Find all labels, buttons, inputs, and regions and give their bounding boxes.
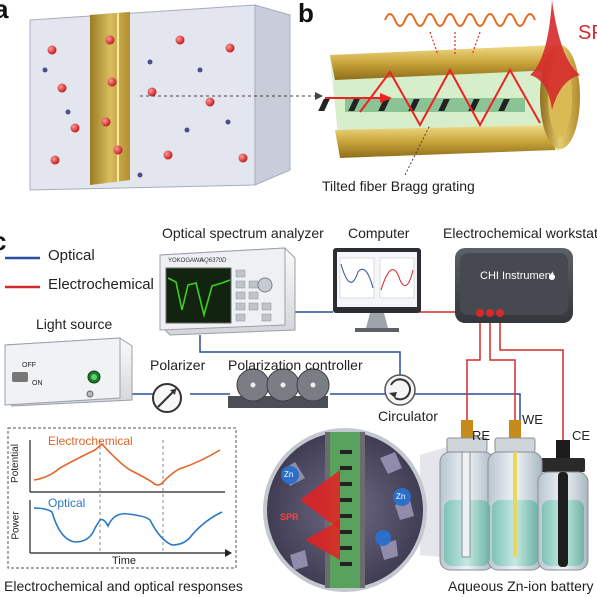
y-axis-power: Power [10, 511, 22, 540]
light-source-device [4, 337, 133, 407]
polarization-controller-device [228, 368, 330, 408]
panel-a-electrode-cube [29, 4, 323, 191]
osa-brand: YOKOGAWA [168, 258, 204, 264]
osa-model: AQ6370D [200, 258, 227, 264]
ion-particles [47, 35, 248, 165]
light-source-off: OFF [22, 362, 36, 369]
workstation-device [455, 248, 573, 323]
re-label: RE [472, 428, 491, 443]
tfbg-label: Tilted fiber Bragg grating [322, 178, 475, 194]
circulator-label: Circulator [378, 408, 438, 424]
polarization-controller-label: Polarization controller [228, 357, 363, 373]
computer-label: Computer [348, 225, 410, 241]
we-label: WE [522, 412, 543, 427]
polarizer-device [152, 383, 182, 413]
light-source-label: Light source [36, 316, 113, 332]
x-axis-time: Time [112, 555, 137, 567]
responses-caption: Electrochemical and optical responses [4, 578, 243, 594]
computer-device [333, 248, 421, 332]
polarizer-label: Polarizer [150, 357, 206, 373]
ce-label: CE [572, 428, 591, 443]
electrochemical-curve [33, 442, 221, 486]
osa-label: Optical spectrum analyzer [162, 225, 324, 241]
zoom-spr-label: SPR [280, 512, 299, 522]
panel-c-letter: c [0, 226, 6, 257]
legend-electrochemical-label: Electrochemical [48, 276, 154, 293]
response-bottom-title: Optical [48, 496, 86, 510]
battery-cells [439, 420, 589, 571]
legend-optical-label: Optical [48, 247, 95, 264]
y-axis-potential: Potential [9, 444, 21, 483]
battery-label: Aqueous Zn-ion battery [448, 578, 594, 594]
panel-a-letter: a [0, 0, 9, 24]
light-source-on: ON [32, 380, 43, 387]
zoom-zn-label-2: Zn [396, 492, 406, 501]
responses-box [7, 427, 237, 569]
panel-b-fiber [318, 0, 580, 176]
zoom-view [263, 428, 470, 592]
panel-b-letter: b [298, 0, 314, 28]
workstation-label: Electrochemical workstation [443, 225, 597, 241]
zoom-zn-label-1: Zn [284, 470, 294, 479]
osa-device [159, 247, 296, 336]
spr-label: SPR [578, 22, 597, 44]
workstation-brand: CHI Instrument [480, 270, 554, 282]
circulator-device [384, 374, 416, 406]
response-top-title: Electrochemical [48, 434, 133, 448]
optical-curve [33, 507, 223, 546]
electrochemical-connections [420, 311, 564, 445]
